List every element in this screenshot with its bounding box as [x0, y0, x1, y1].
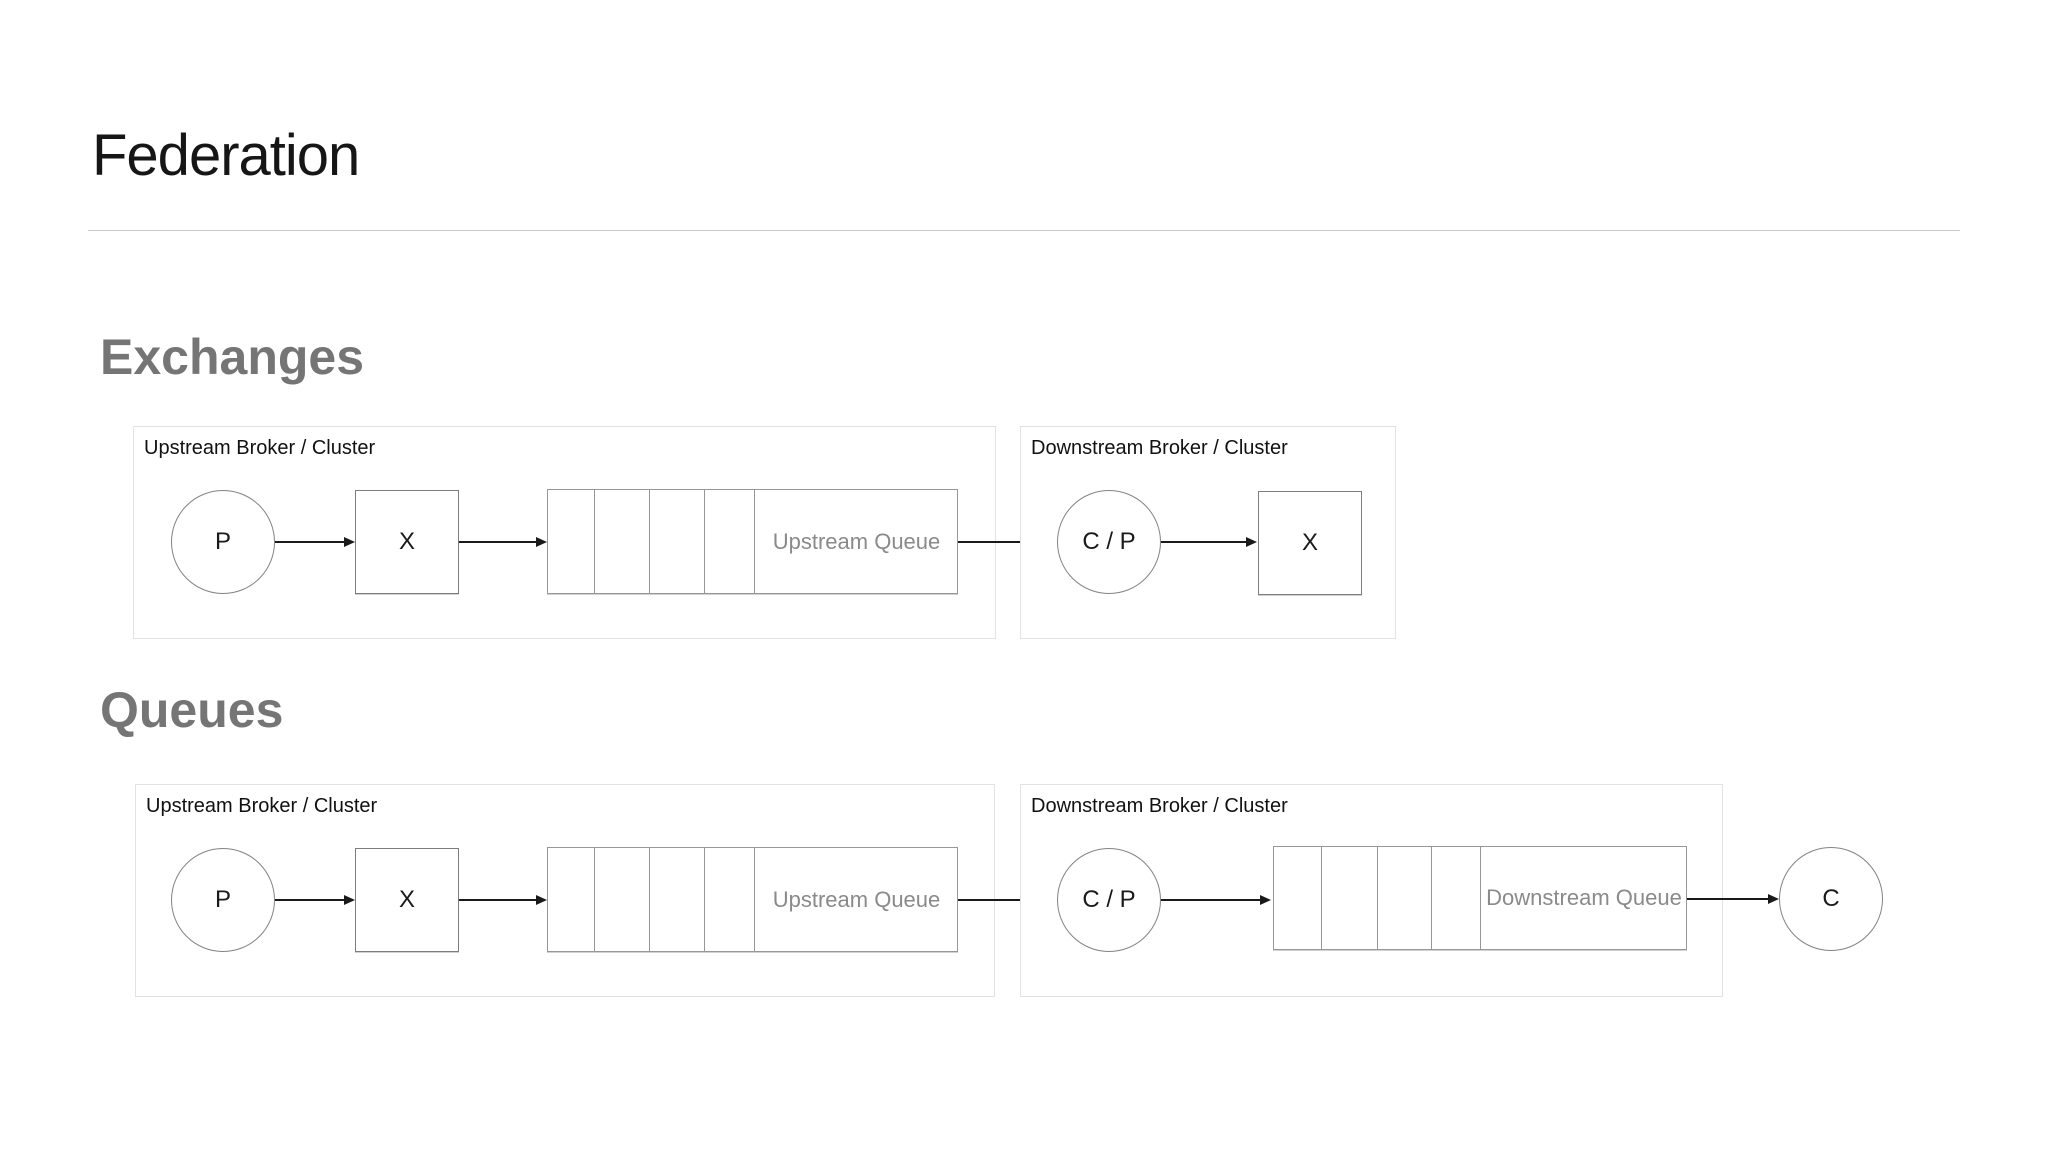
queues-downstream-queue: Downstream Queue: [1273, 846, 1687, 950]
arrow-queues-cp-to-downstream-queue: [1161, 895, 1271, 905]
title-divider: [88, 230, 1960, 231]
queues-downstream-broker-label: Downstream Broker / Cluster: [1031, 795, 1288, 817]
queue-slot-divider: [754, 490, 755, 593]
queues-consumer-label: C: [1822, 885, 1840, 912]
exchanges-upstream-queue: Upstream Queue: [547, 489, 958, 594]
queues-producer-node: P: [171, 848, 275, 952]
queue-slot-divider: [704, 490, 705, 593]
queues-upstream-queue-label: Upstream Queue: [772, 886, 941, 912]
arrow-exchanges-cp-to-exchange: [1161, 537, 1257, 547]
queue-slot-divider: [1480, 847, 1481, 949]
queues-downstream-queue-label: Downstream Queue: [1486, 885, 1682, 910]
queue-slot-divider: [649, 848, 650, 951]
exchanges-downstream-exchange-label: X: [1301, 529, 1318, 556]
exchanges-upstream-exchange-node: X: [355, 490, 459, 594]
exchanges-downstream-exchange-node: X: [1258, 491, 1362, 595]
arrow-queues-exchange-to-queue: [459, 895, 547, 905]
queue-slot-divider: [704, 848, 705, 951]
queues-upstream-queue: Upstream Queue: [547, 847, 958, 952]
exchanges-upstream-exchange-label: X: [398, 528, 415, 555]
arrow-queues-downstream-queue-to-consumer: [1687, 894, 1779, 904]
queues-consumer-node: C: [1779, 847, 1883, 951]
exchanges-upstream-queue-label: Upstream Queue: [772, 528, 941, 554]
arrow-exchanges-producer-to-exchange: [275, 537, 355, 547]
section-heading-exchanges: Exchanges: [100, 329, 365, 385]
exchanges-producer-label: P: [214, 528, 231, 555]
queue-slot-divider: [1431, 847, 1432, 949]
section-heading-queues: Queues: [100, 682, 284, 738]
queues-consumer-producer-node: C / P: [1057, 848, 1161, 952]
queues-producer-label: P: [214, 886, 231, 913]
exchanges-producer-node: P: [171, 490, 275, 594]
queue-slot-divider: [649, 490, 650, 593]
queues-consumer-producer-label: C / P: [1082, 886, 1136, 913]
queues-upstream-exchange-label: X: [398, 886, 415, 913]
arrow-queues-producer-to-exchange: [275, 895, 355, 905]
arrow-exchanges-exchange-to-queue: [459, 537, 547, 547]
queues-upstream-broker-label: Upstream Broker / Cluster: [146, 795, 378, 817]
exchanges-upstream-broker-label: Upstream Broker / Cluster: [144, 437, 376, 459]
queue-slot-divider: [1321, 847, 1322, 949]
queues-upstream-exchange-node: X: [355, 848, 459, 952]
queue-slot-divider: [594, 848, 595, 951]
queue-slot-divider: [1377, 847, 1378, 949]
exchanges-consumer-producer-node: C / P: [1057, 490, 1161, 594]
exchanges-downstream-broker-label: Downstream Broker / Cluster: [1031, 437, 1288, 459]
page-title: Federation: [92, 123, 360, 188]
queue-slot-divider: [594, 490, 595, 593]
queue-slot-divider: [754, 848, 755, 951]
exchanges-consumer-producer-label: C / P: [1082, 528, 1136, 555]
